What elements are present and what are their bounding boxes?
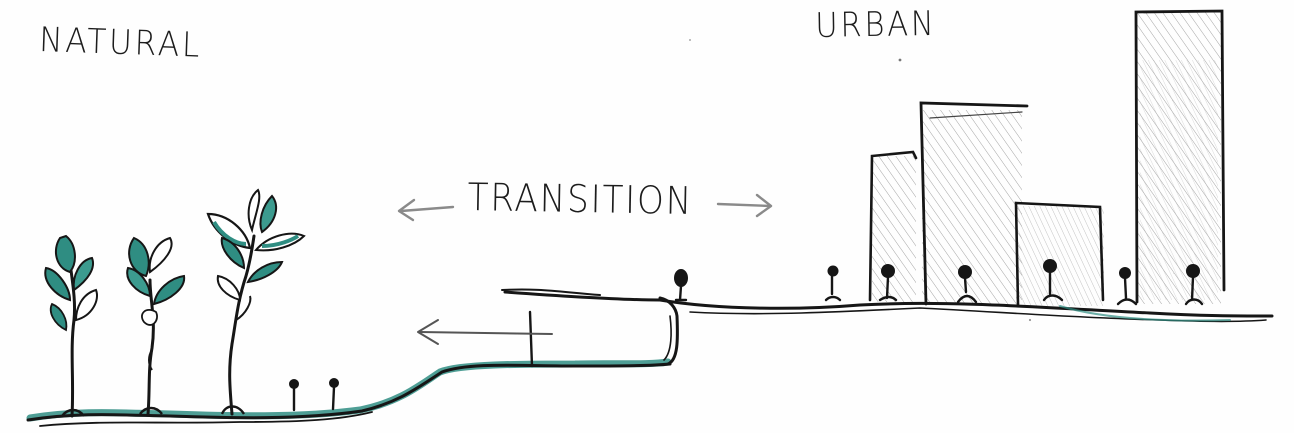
sprout-2 xyxy=(329,378,339,411)
building-c xyxy=(1014,201,1105,306)
natural-label: NATURAL xyxy=(38,20,203,66)
urban-tree-3 xyxy=(878,264,898,302)
building-d xyxy=(1134,9,1226,304)
building-b xyxy=(919,101,1029,306)
plant-2 xyxy=(126,236,186,416)
natural-plants xyxy=(44,188,339,418)
urban-trees xyxy=(674,259,1204,306)
urban-tree-4 xyxy=(956,265,978,304)
plant-1 xyxy=(44,234,98,418)
transition-arrows xyxy=(397,193,773,345)
transition-label: TRANSITION xyxy=(467,175,694,223)
urban-label: URBAN xyxy=(815,3,937,46)
urban-tree-2 xyxy=(824,265,842,302)
transition-left-arrow-icon xyxy=(397,198,455,222)
urban-tree-5 xyxy=(1042,259,1064,302)
urban-tree-6 xyxy=(1116,267,1138,306)
ground-profile xyxy=(26,288,1274,427)
ground-left-arrow-icon xyxy=(417,319,553,345)
urban-tree-1 xyxy=(674,269,688,302)
urban-tree-7 xyxy=(1184,264,1204,306)
building-a xyxy=(868,150,918,302)
plant-3 xyxy=(206,188,306,416)
paper-specks xyxy=(689,39,1032,322)
urban-buildings xyxy=(868,9,1226,306)
transition-right-arrow-icon xyxy=(716,193,773,218)
sprout-1 xyxy=(289,379,299,412)
